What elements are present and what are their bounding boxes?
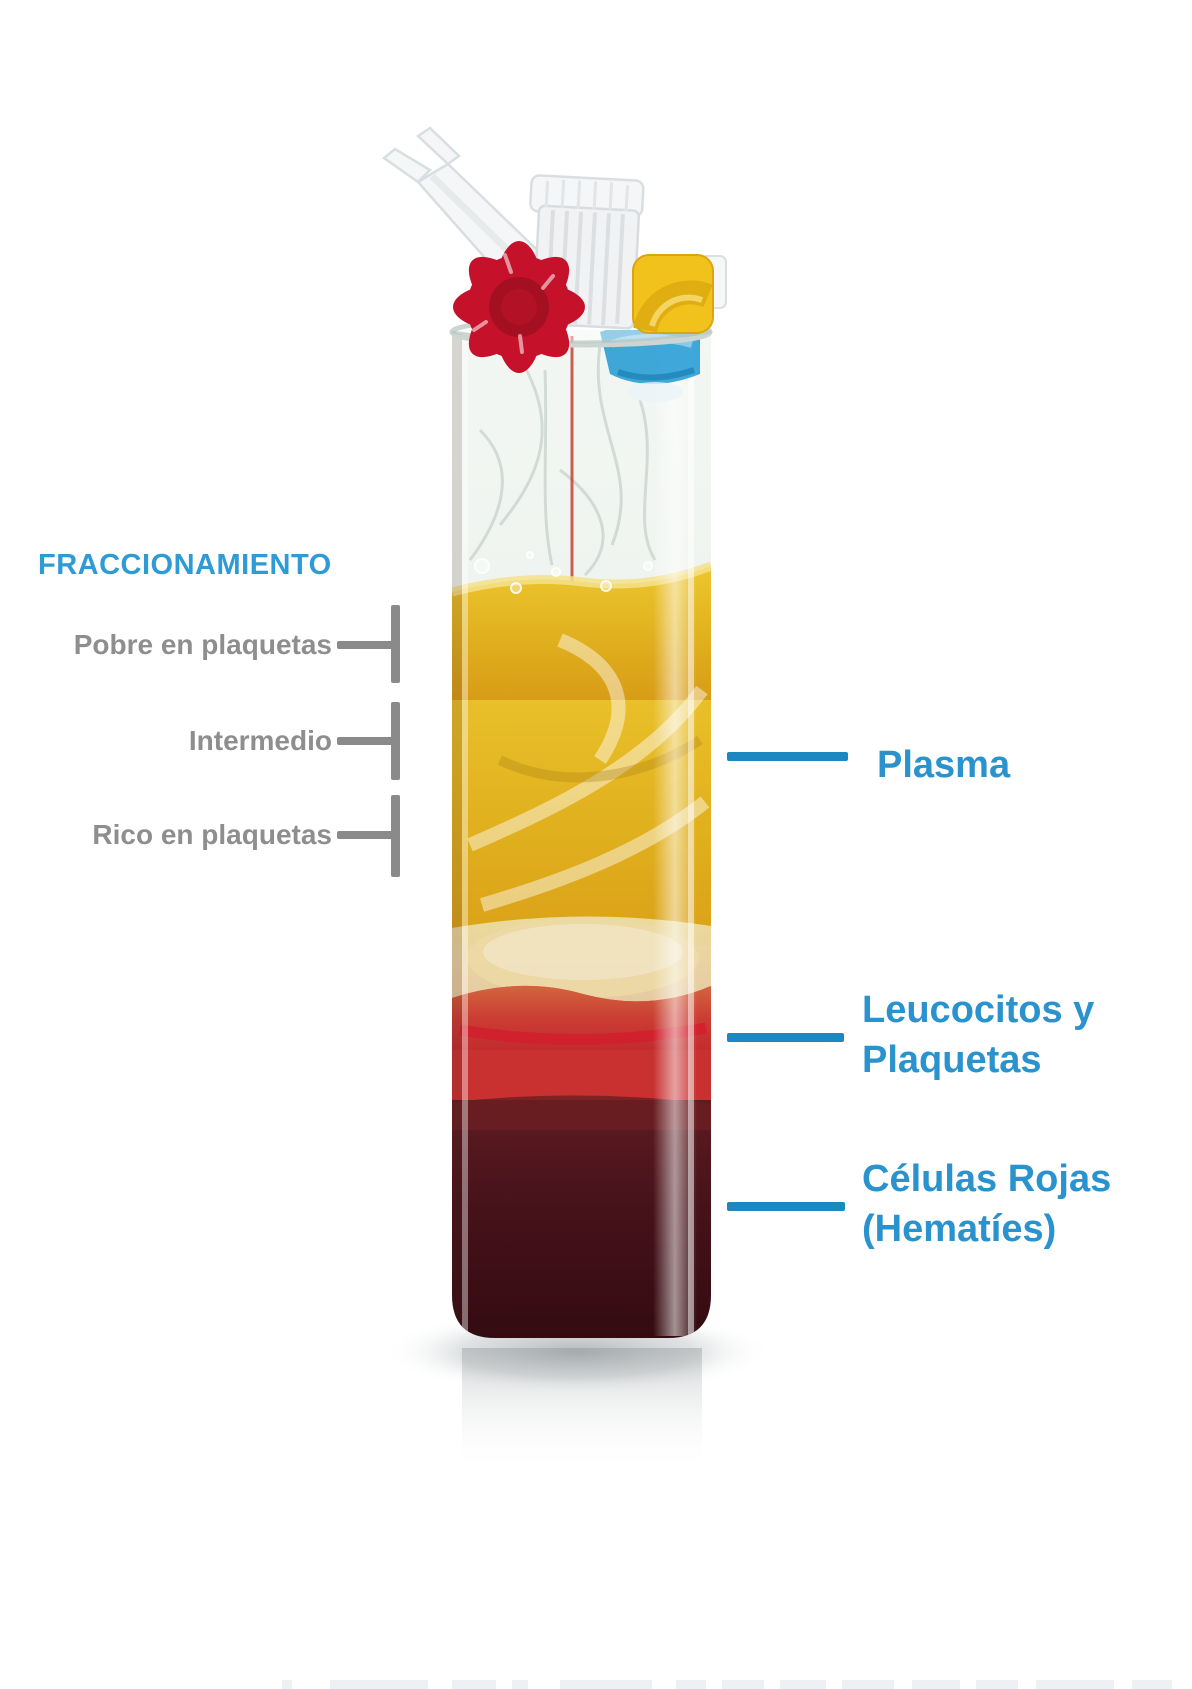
glass-left-seam — [452, 336, 462, 1336]
red-valve-knob — [453, 241, 585, 373]
leader-line-intermedio — [337, 737, 393, 745]
section-title: FRACCIONAMIENTO — [38, 549, 332, 581]
leader-line-celulas-rojas — [727, 1202, 845, 1211]
label-pobre-en-plaquetas: Pobre en plaquetas — [73, 629, 332, 660]
label-celulas-line1: Células Rojas — [862, 1158, 1112, 1200]
container-body — [449, 316, 713, 1338]
page-edge-artifact — [282, 1680, 1172, 1689]
label-leucocitos-line1: Leucocitos y — [862, 989, 1095, 1031]
label-plasma-line1: Plasma — [877, 744, 1011, 786]
glass-left-sheen — [462, 336, 468, 1336]
bracket-intermedio — [391, 702, 400, 780]
red-cells-top-edge — [452, 1095, 711, 1130]
label-leucocitos-line2: Plaquetas — [862, 1039, 1042, 1081]
label-leucocitos-plaquetas: Leucocitos y Plaquetas — [862, 985, 1094, 1085]
separator-gel-sheen — [483, 924, 683, 980]
label-celulas-rojas: Células Rojas (Hematíes) — [862, 1154, 1111, 1254]
bracket-pobre — [391, 605, 400, 683]
leader-line-plasma — [727, 752, 848, 761]
bracket-rico — [391, 795, 400, 877]
leader-line-rico — [337, 831, 393, 839]
bubbles — [474, 551, 653, 594]
label-rico-en-plaquetas: Rico en plaquetas — [92, 819, 332, 850]
label-celulas-line2: (Hematíes) — [862, 1208, 1057, 1250]
leader-line-leucocitos — [727, 1033, 844, 1042]
container-top-hardware — [381, 126, 727, 373]
glass-highlight-thin — [688, 336, 694, 1336]
leader-line-pobre — [337, 641, 393, 649]
yellow-clamp — [632, 254, 727, 334]
label-intermedio: Intermedio — [188, 725, 332, 756]
label-plasma: Plasma — [877, 740, 1010, 790]
